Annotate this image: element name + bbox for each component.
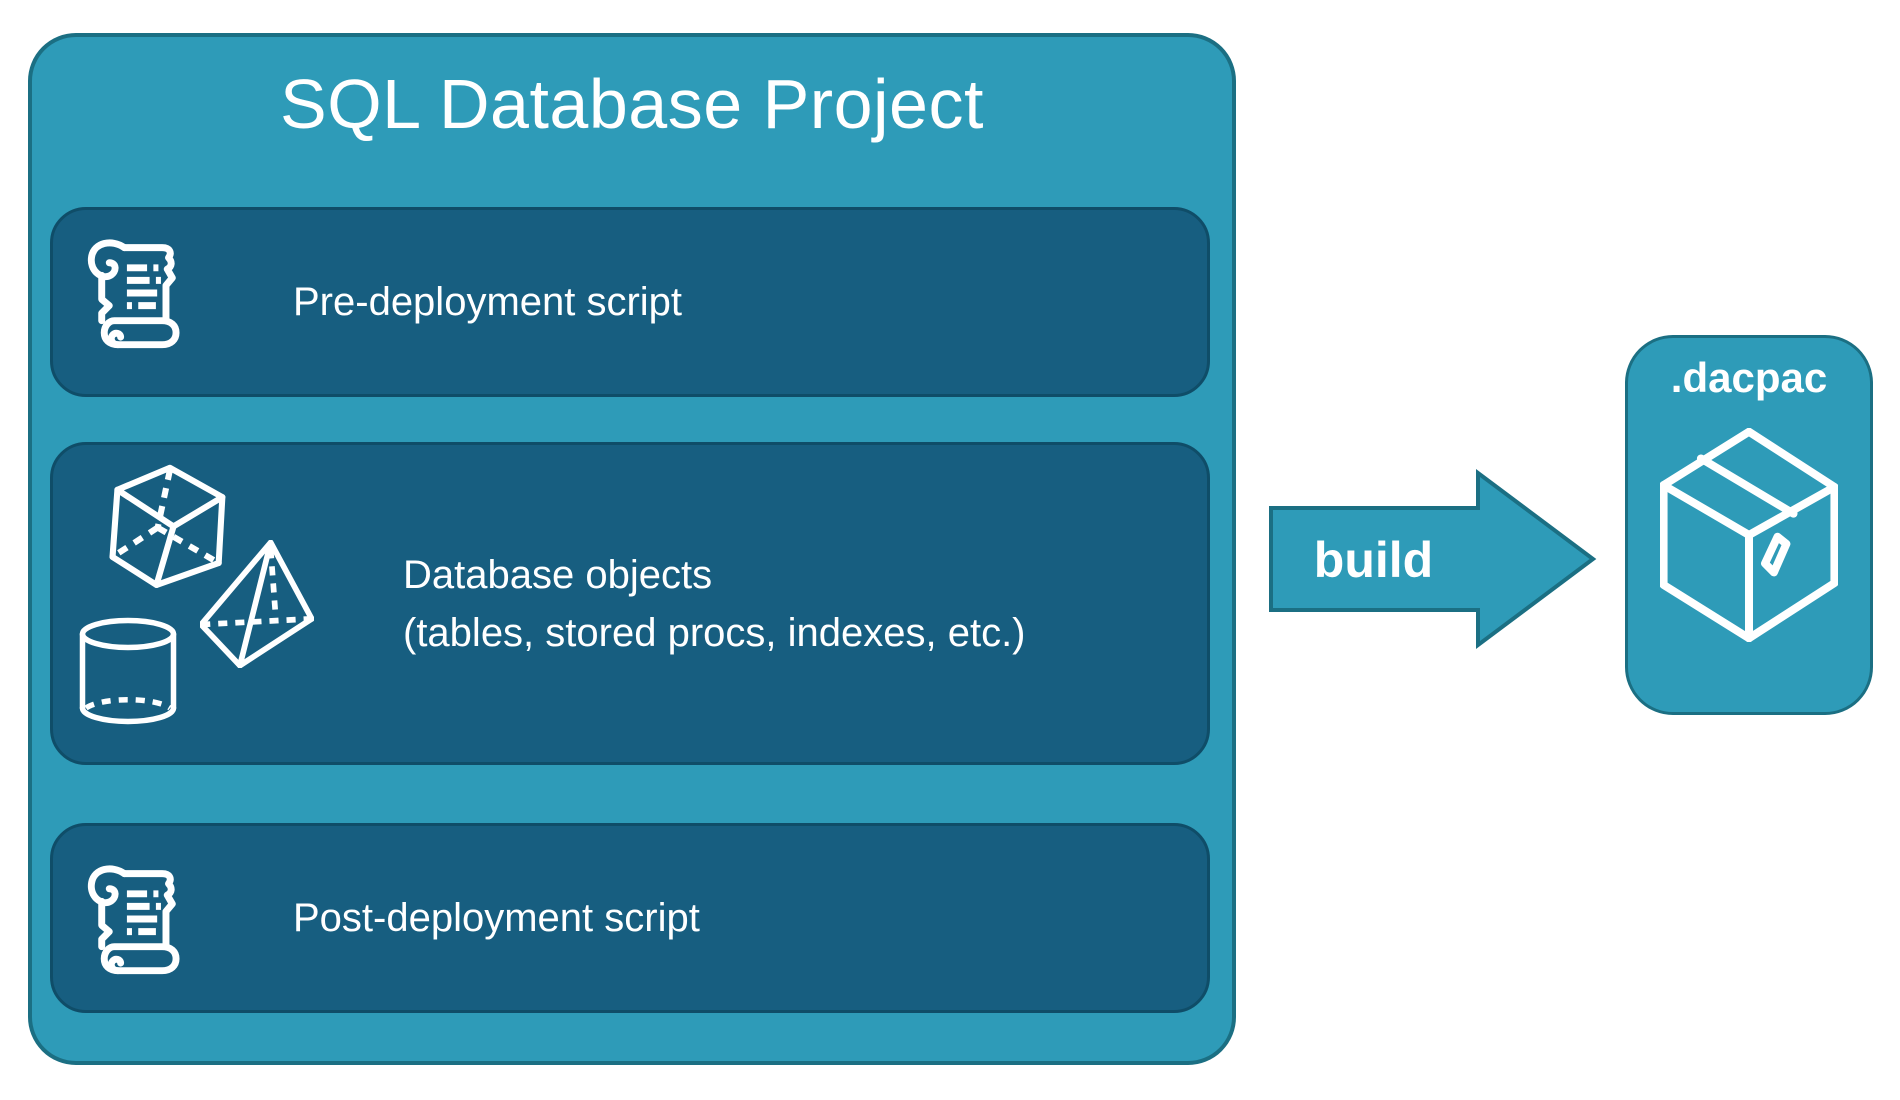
pyramid-icon: [200, 540, 314, 668]
dacpac-label: .dacpac: [1670, 354, 1828, 401]
build-label: build: [1313, 532, 1434, 588]
database-objects-box: Database objects (tables, stored procs, …: [50, 442, 1210, 765]
project-title: SQL Database Project: [280, 65, 984, 143]
postdeployment-box: Post-deployment script: [50, 823, 1210, 1013]
cube-icon: [104, 464, 226, 590]
scroll-icon: [76, 230, 198, 356]
build-arrow-shape: [1269, 469, 1597, 649]
predeployment-box: Pre-deployment script: [50, 207, 1210, 397]
build-arrow: [1269, 469, 1597, 649]
database-objects-sublabel: (tables, stored procs, indexes, etc.): [403, 610, 1026, 655]
cylinder-icon: [78, 616, 178, 728]
postdeployment-label: Post-deployment script: [293, 895, 700, 940]
package-icon: [1660, 428, 1838, 642]
scroll-icon: [76, 856, 198, 982]
database-objects-label: Database objects: [403, 552, 713, 597]
predeployment-label: Pre-deployment script: [293, 279, 683, 324]
